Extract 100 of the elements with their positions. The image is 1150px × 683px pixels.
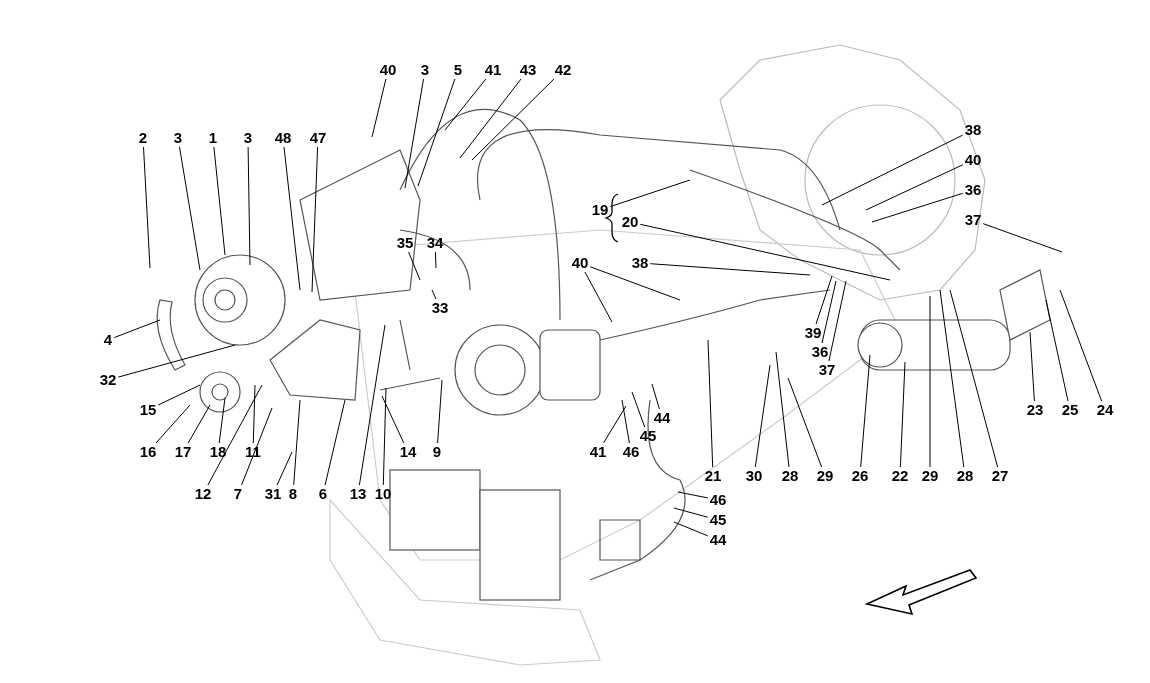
leader-line (929, 295, 931, 468)
callout-number: 45 (709, 512, 727, 528)
callout-number: 48 (274, 130, 292, 146)
callout-number: 38 (631, 255, 649, 271)
leader-line (639, 223, 891, 281)
callout-number: 15 (139, 402, 157, 418)
callout-number: 23 (1026, 402, 1044, 418)
callout-number: 31 (264, 486, 282, 502)
callout-number: 32 (99, 372, 117, 388)
leader-line (404, 78, 424, 189)
leader-line (155, 404, 191, 444)
callout-number: 40 (379, 62, 397, 78)
callout-number: 30 (745, 468, 763, 484)
callout-number: 47 (309, 130, 327, 146)
leader-line (283, 146, 301, 291)
leader-line (459, 78, 522, 159)
leader-line (677, 491, 709, 499)
callout-number: 17 (174, 444, 192, 460)
leader-line (821, 134, 964, 206)
leader-line (621, 399, 630, 444)
leader-line (381, 395, 405, 444)
leader-line (865, 164, 964, 211)
callout-number: 25 (1061, 402, 1079, 418)
leader-line (871, 192, 964, 223)
callout-number: 37 (818, 362, 836, 378)
callout-number: 41 (484, 62, 502, 78)
callout-number: 40 (964, 152, 982, 168)
leader-line (584, 271, 613, 323)
leader-line (471, 78, 555, 161)
leader-line (311, 146, 319, 293)
leader-line (437, 379, 443, 444)
callout-number: 35 (396, 235, 414, 251)
callout-number: 22 (891, 468, 909, 484)
callout-number: 39 (804, 325, 822, 341)
leader-line (982, 223, 1063, 253)
callout-number: 21 (704, 468, 722, 484)
callout-number: 41 (589, 444, 607, 460)
leader-line (293, 399, 301, 486)
callout-number: 12 (194, 486, 212, 502)
callout-number: 16 (139, 444, 157, 460)
callout-number: 28 (956, 468, 974, 484)
leader-line (949, 289, 999, 468)
leader-line (382, 387, 387, 486)
leader-line (113, 319, 161, 339)
leader-line (247, 146, 251, 266)
leader-line (651, 383, 660, 410)
callout-number: 38 (964, 122, 982, 138)
leader-line (821, 280, 837, 344)
leader-line (649, 263, 811, 276)
leader-line (179, 146, 201, 271)
leader-line (603, 405, 627, 444)
callout-number: 28 (781, 468, 799, 484)
callout-number: 14 (399, 444, 417, 460)
callout-number: 9 (432, 444, 442, 460)
callout-number: 3 (173, 130, 183, 146)
leader-line (775, 351, 790, 468)
leader-line (431, 289, 437, 300)
callout-number: 5 (453, 62, 463, 78)
leader-line (673, 521, 709, 537)
callout-number: 46 (709, 492, 727, 508)
leader-line (1029, 331, 1035, 402)
leader-line (143, 146, 151, 269)
callout-number: 24 (1096, 402, 1114, 418)
callout-number: 43 (519, 62, 537, 78)
leader-line (213, 146, 226, 256)
leader-line (434, 251, 437, 269)
leader-line (324, 399, 346, 486)
callout-number: 34 (426, 235, 444, 251)
leader-line (207, 384, 263, 486)
callout-number: 27 (991, 468, 1009, 484)
callout-number: 44 (709, 532, 727, 548)
callout-number: 20 (621, 214, 639, 230)
callout-number: 3 (420, 62, 430, 78)
callout-number: 6 (318, 486, 328, 502)
callout-number: 8 (288, 486, 298, 502)
leader-line (828, 280, 847, 362)
leader-line (631, 391, 646, 428)
callout-number: 46 (622, 444, 640, 460)
leader-line (117, 344, 236, 378)
leader-line (707, 339, 714, 468)
callout-number: 3 (243, 130, 253, 146)
leader-line (408, 251, 421, 281)
callout-number: 2 (138, 130, 148, 146)
callout-number: 10 (374, 486, 392, 502)
callout-number: 4 (103, 332, 113, 348)
callout-number: 45 (639, 428, 657, 444)
leader-line (241, 407, 273, 486)
leader-line (358, 324, 386, 486)
callout-number: 33 (431, 300, 449, 316)
leader-line (754, 364, 771, 468)
leader-line (899, 361, 906, 468)
leader-line (787, 377, 823, 468)
callout-number: 19 (591, 202, 609, 218)
callout-number: 1 (208, 130, 218, 146)
leader-line (673, 507, 709, 518)
leader-line (157, 384, 201, 406)
callout-number: 44 (653, 410, 671, 426)
leader-line (371, 78, 387, 138)
leader-line (187, 404, 211, 444)
callout-number: 37 (964, 212, 982, 228)
